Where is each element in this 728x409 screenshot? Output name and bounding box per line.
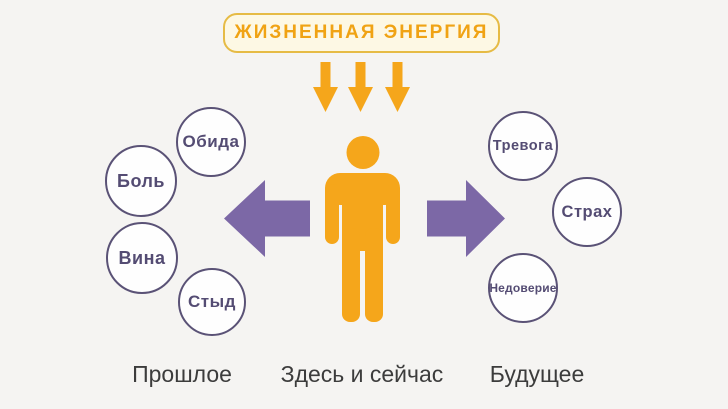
page-title: ЖИЗНЕННАЯ ЭНЕРГИЯ [234, 22, 489, 43]
left-arrow-icon [224, 180, 310, 257]
emotion-label: Боль [117, 170, 165, 191]
timeline-label-present: Здесь и сейчас [280, 361, 444, 387]
down-arrow-icon [313, 62, 338, 112]
emotion-label: Страх [561, 202, 613, 221]
emotion-circle-shame: Стыд [178, 268, 246, 336]
emotion-circle-resentment: Обида [176, 107, 246, 177]
person-icon [318, 136, 407, 322]
title-pill: ЖИЗНЕННАЯ ЭНЕРГИЯ [223, 13, 500, 53]
right-arrow-icon [427, 180, 505, 257]
emotion-label: Тревога [492, 138, 554, 154]
emotion-circle-guilt: Вина [106, 222, 178, 294]
emotion-label: Недоверие [489, 281, 557, 295]
emotion-circle-distrust: Недоверие [488, 253, 558, 323]
emotion-circle-anxiety: Тревога [488, 111, 558, 181]
emotion-circle-fear: Страх [552, 177, 622, 247]
timeline-label-future: Будущее [489, 361, 585, 387]
emotion-label: Обида [182, 132, 240, 151]
emotion-circle-pain: Боль [105, 145, 177, 217]
emotion-label: Стыд [188, 292, 236, 311]
emotion-label: Вина [118, 247, 166, 268]
down-arrow-icon [385, 62, 410, 112]
down-arrow-icon [348, 62, 373, 112]
timeline-label-past: Прошлое [132, 361, 232, 387]
